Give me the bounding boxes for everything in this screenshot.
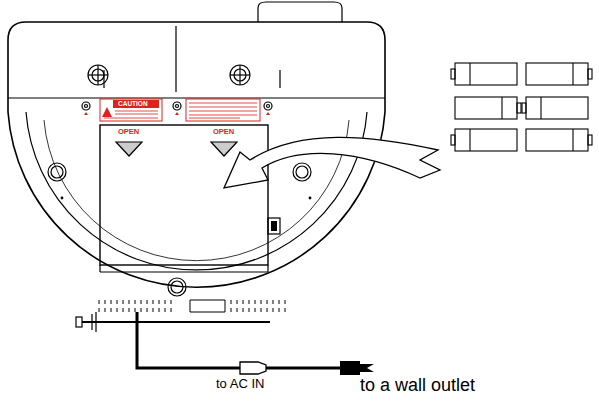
grill — [88, 65, 250, 85]
open-arrow — [116, 142, 142, 156]
insert-arrow — [224, 137, 440, 188]
slot — [279, 70, 280, 88]
vents — [96, 300, 176, 312]
caution-text: CAUTION — [118, 101, 148, 108]
cord-label: to a wall outlet — [360, 376, 475, 394]
antenna-knob — [76, 317, 82, 327]
wall-plug — [340, 361, 374, 375]
power-cord — [137, 312, 240, 368]
warning-sticker — [186, 99, 260, 121]
housing — [8, 22, 385, 287]
connector-plug — [240, 362, 266, 374]
inner-rim — [26, 112, 367, 270]
switch — [268, 218, 280, 234]
open-label: OPEN — [118, 128, 139, 136]
handle — [258, 2, 342, 22]
caution-sticker — [100, 99, 162, 121]
open-label: OPEN — [213, 128, 234, 136]
power-cord — [266, 367, 340, 370]
band-line — [8, 97, 385, 98]
groove — [175, 26, 176, 92]
handle-slot — [190, 300, 225, 312]
vents — [230, 300, 290, 312]
battery-door — [100, 125, 268, 265]
foot — [48, 163, 311, 296]
cord-label: to AC IN — [216, 377, 264, 390]
open-arrow — [211, 142, 237, 156]
battery — [451, 63, 592, 151]
antenna — [82, 321, 270, 323]
